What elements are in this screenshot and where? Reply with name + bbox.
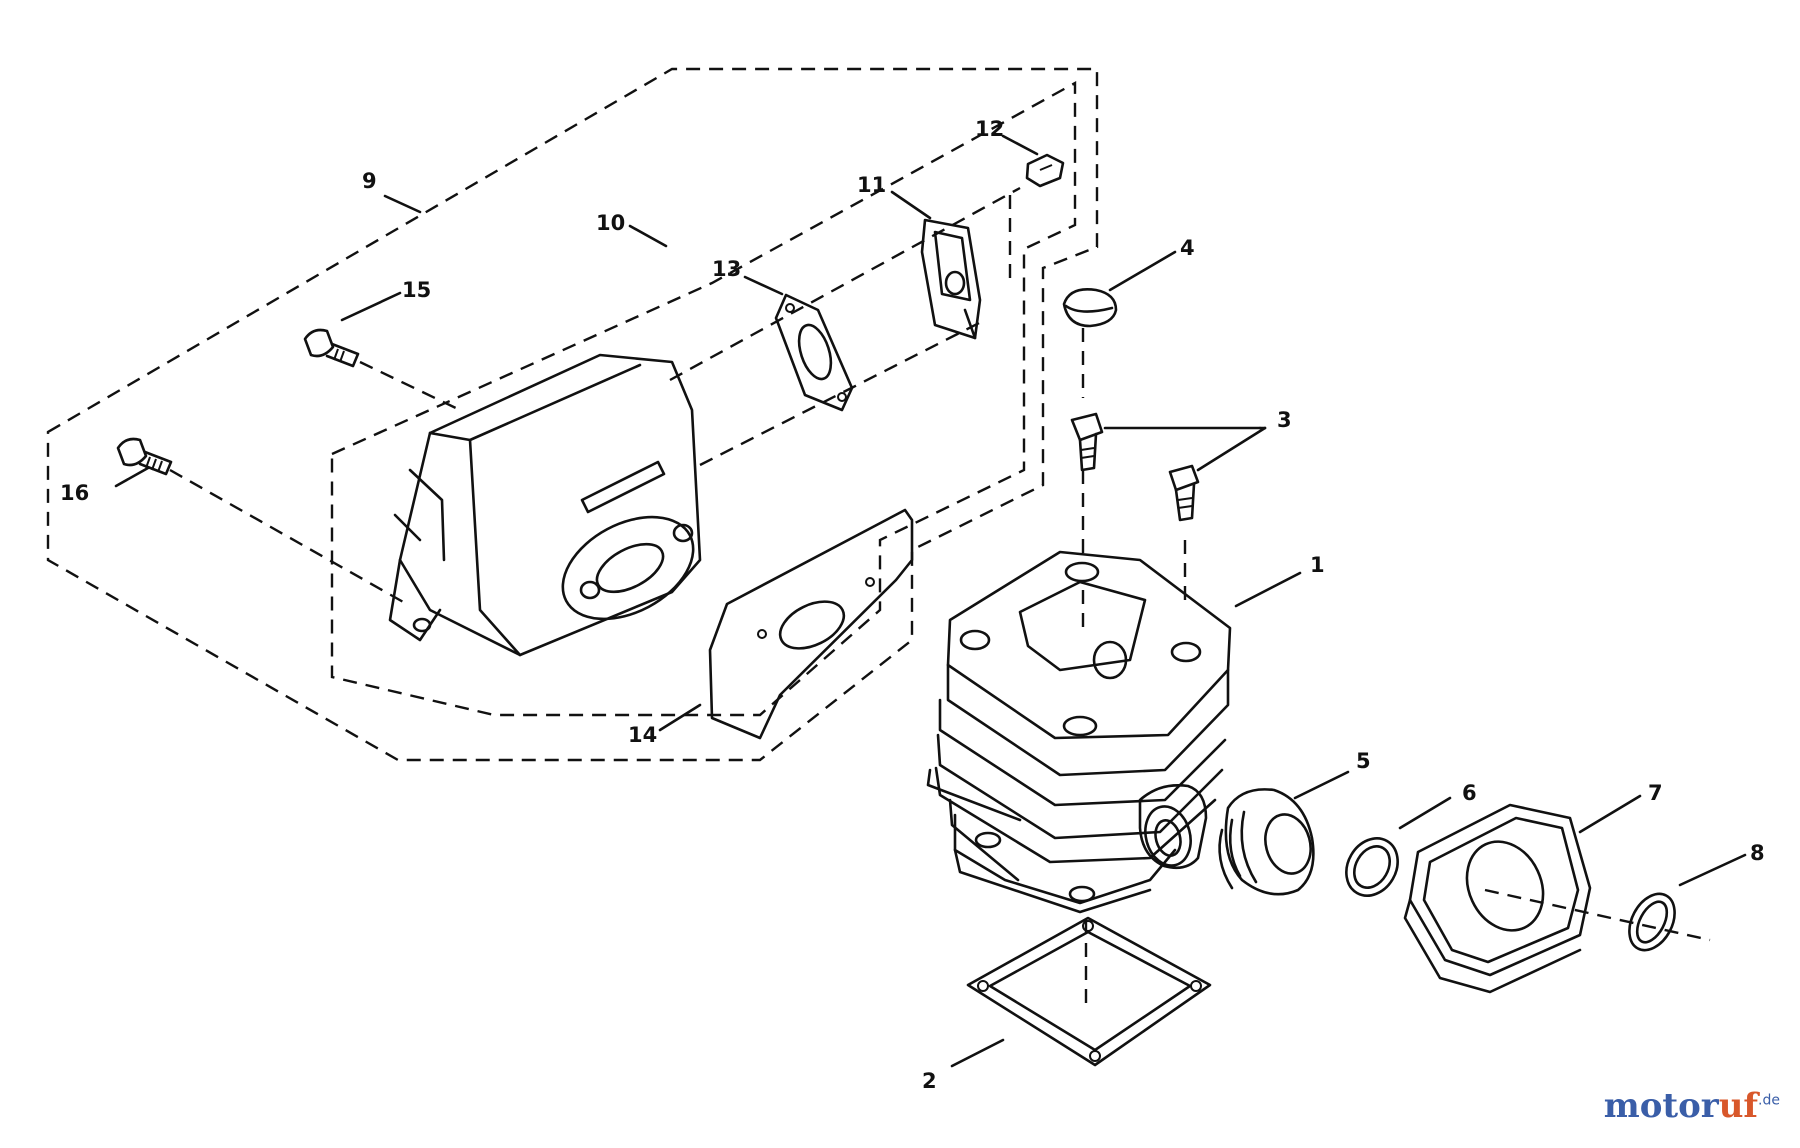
callout-4: 4 bbox=[1180, 236, 1195, 260]
callout-13: 13 bbox=[712, 257, 741, 281]
callout-7: 7 bbox=[1648, 781, 1663, 805]
callout-10: 10 bbox=[596, 211, 625, 235]
callout-14: 14 bbox=[628, 723, 657, 747]
part-16-bolt bbox=[116, 437, 173, 476]
callout-11: 11 bbox=[857, 173, 886, 197]
callout-15: 15 bbox=[402, 278, 431, 302]
callout-16: 16 bbox=[60, 481, 89, 505]
watermark-part1: motor bbox=[1603, 1086, 1719, 1126]
watermark-logo: motoruf.de bbox=[1604, 1086, 1780, 1126]
callout-12: 12 bbox=[975, 117, 1004, 141]
part-13-gasket bbox=[774, 293, 854, 412]
callout-5: 5 bbox=[1356, 749, 1371, 773]
part-15-bolt bbox=[303, 328, 360, 368]
part-4-plug bbox=[1062, 288, 1118, 328]
callout-1: 1 bbox=[1310, 553, 1325, 577]
part-3-bolts bbox=[1070, 412, 1200, 522]
part-5-intake-tube bbox=[1218, 788, 1315, 896]
part-2-base-gasket bbox=[966, 916, 1212, 1067]
watermark-part2: uf bbox=[1718, 1086, 1759, 1126]
leader-lines bbox=[114, 134, 1747, 1068]
callout-6: 6 bbox=[1462, 781, 1477, 805]
part-6-ring bbox=[1345, 837, 1399, 897]
part-12-nut bbox=[1025, 153, 1065, 188]
group-outline-10 bbox=[330, 80, 1077, 717]
watermark-suffix: .de bbox=[1758, 1092, 1780, 1109]
part-1-cylinder bbox=[926, 550, 1232, 914]
callout-2: 2 bbox=[922, 1069, 937, 1093]
callout-9: 9 bbox=[362, 169, 377, 193]
part-7-intake-flange bbox=[1403, 803, 1592, 994]
callout-3: 3 bbox=[1277, 408, 1292, 432]
assembly-axes bbox=[169, 186, 1711, 1010]
callout-8: 8 bbox=[1750, 841, 1765, 865]
part-11-cover bbox=[920, 218, 982, 340]
part-10-muffler bbox=[388, 353, 702, 657]
group-outline-9 bbox=[46, 67, 1099, 762]
part-14-gasket bbox=[708, 508, 914, 740]
part-8-ring bbox=[1628, 892, 1676, 952]
